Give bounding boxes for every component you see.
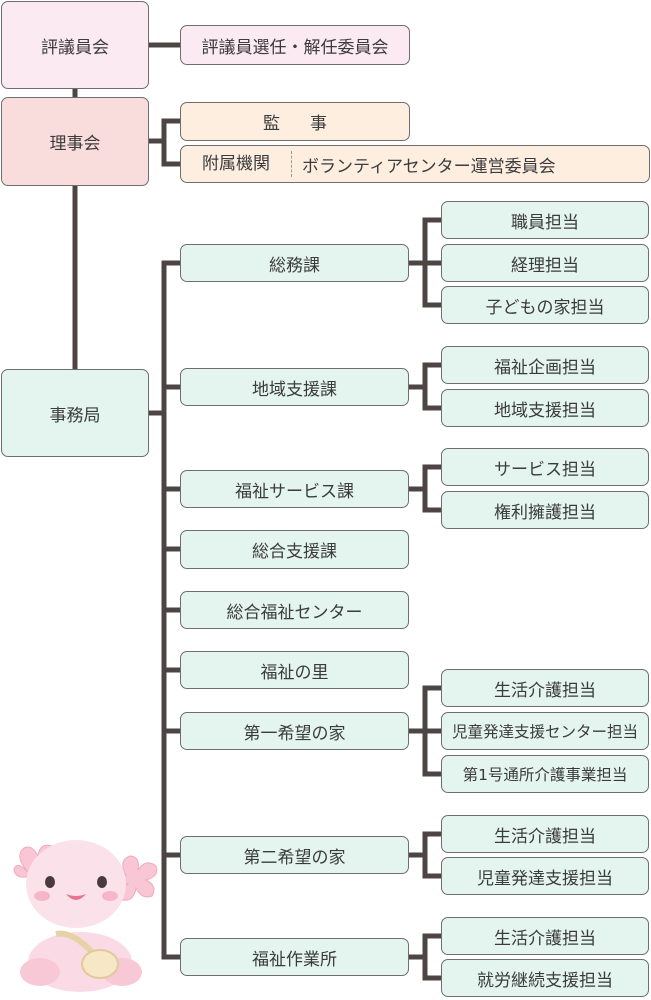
unit-label: 地域支援担当 <box>494 400 596 421</box>
board-box: 理事会 <box>1 97 149 186</box>
department-label: 福祉の里 <box>260 662 329 683</box>
auditor-box: 監事 <box>180 102 410 141</box>
unit-box: 第1号通所介護事業担当 <box>441 755 649 793</box>
unit-box: 地域支援担当 <box>441 389 649 427</box>
council-box: 評議員会 <box>1 1 149 89</box>
department-daini-kibou-no-ie: 第二希望の家 <box>180 836 409 874</box>
unit-label: 生活介護担当 <box>494 826 596 847</box>
department-soumu: 総務課 <box>180 244 409 282</box>
unit-box: 子どもの家担当 <box>441 286 649 324</box>
department-sougou-fukushi-center: 総合福祉センター <box>180 591 409 629</box>
unit-box: 生活介護担当 <box>441 669 649 707</box>
department-fukushi-service: 福祉サービス課 <box>180 470 409 508</box>
unit-label: 第1号通所介護事業担当 <box>462 766 628 784</box>
auditor-label: 監事 <box>263 114 357 134</box>
unit-box: 就労継続支援担当 <box>441 959 649 997</box>
secretariat-label: 事務局 <box>49 405 101 426</box>
department-fukushi-no-sato: 福祉の里 <box>180 651 409 689</box>
unit-box: 権利擁護担当 <box>441 491 649 529</box>
unit-label: 就労継続支援担当 <box>477 970 613 991</box>
affiliated-body: ボランティアセンター運営委員会 <box>302 156 556 177</box>
unit-box: サービス担当 <box>441 448 649 486</box>
unit-label: 生活介護担当 <box>494 928 596 949</box>
unit-label: 子どもの家担当 <box>485 297 605 318</box>
department-label: 福祉作業所 <box>252 949 337 970</box>
unit-box: 児童発達支援担当 <box>441 857 649 895</box>
secretariat-box: 事務局 <box>1 369 149 457</box>
unit-label: 児童発達支援担当 <box>477 868 613 889</box>
department-label: 総合福祉センター <box>226 602 363 623</box>
committee-label: 評議員選任・解任委員会 <box>201 37 389 58</box>
unit-label: 生活介護担当 <box>494 680 596 701</box>
department-chiiki-shien: 地域支援課 <box>180 368 409 406</box>
unit-label: 経理担当 <box>511 255 579 276</box>
council-label: 評議員会 <box>41 37 109 58</box>
department-sougou-shien: 総合支援課 <box>180 530 409 569</box>
unit-label: 職員担当 <box>511 212 579 233</box>
affiliated-box: 附属機関 ボランティアセンター運営委員会 <box>180 145 650 183</box>
unit-box: 経理担当 <box>441 244 649 282</box>
unit-box: 生活介護担当 <box>441 917 649 955</box>
unit-box: 生活介護担当 <box>441 815 649 853</box>
committee-box: 評議員選任・解任委員会 <box>180 25 410 65</box>
unit-box: 児童発達支援センター担当 <box>441 712 649 750</box>
unit-box: 職員担当 <box>441 201 649 239</box>
department-label: 総合支援課 <box>252 542 337 562</box>
unit-box: 福祉企画担当 <box>441 346 649 384</box>
department-daiichi-kibou-no-ie: 第一希望の家 <box>180 712 409 750</box>
department-label: 第一希望の家 <box>243 723 346 744</box>
department-label: 総務課 <box>269 255 320 276</box>
unit-label: 福祉企画担当 <box>494 357 596 378</box>
department-fukushi-sagyousho: 福祉作業所 <box>180 938 409 976</box>
affiliated-label: 附属機関 <box>181 151 292 177</box>
department-label: 第二希望の家 <box>243 847 346 868</box>
department-label: 福祉サービス課 <box>235 481 354 502</box>
unit-label: サービス担当 <box>494 459 596 480</box>
board-label: 理事会 <box>49 134 101 154</box>
unit-label: 児童発達支援センター担当 <box>451 723 638 741</box>
unit-label: 権利擁護担当 <box>494 502 596 523</box>
pink-mascot-with-cherry-blossoms-icon <box>13 840 158 992</box>
department-label: 地域支援課 <box>252 379 337 400</box>
